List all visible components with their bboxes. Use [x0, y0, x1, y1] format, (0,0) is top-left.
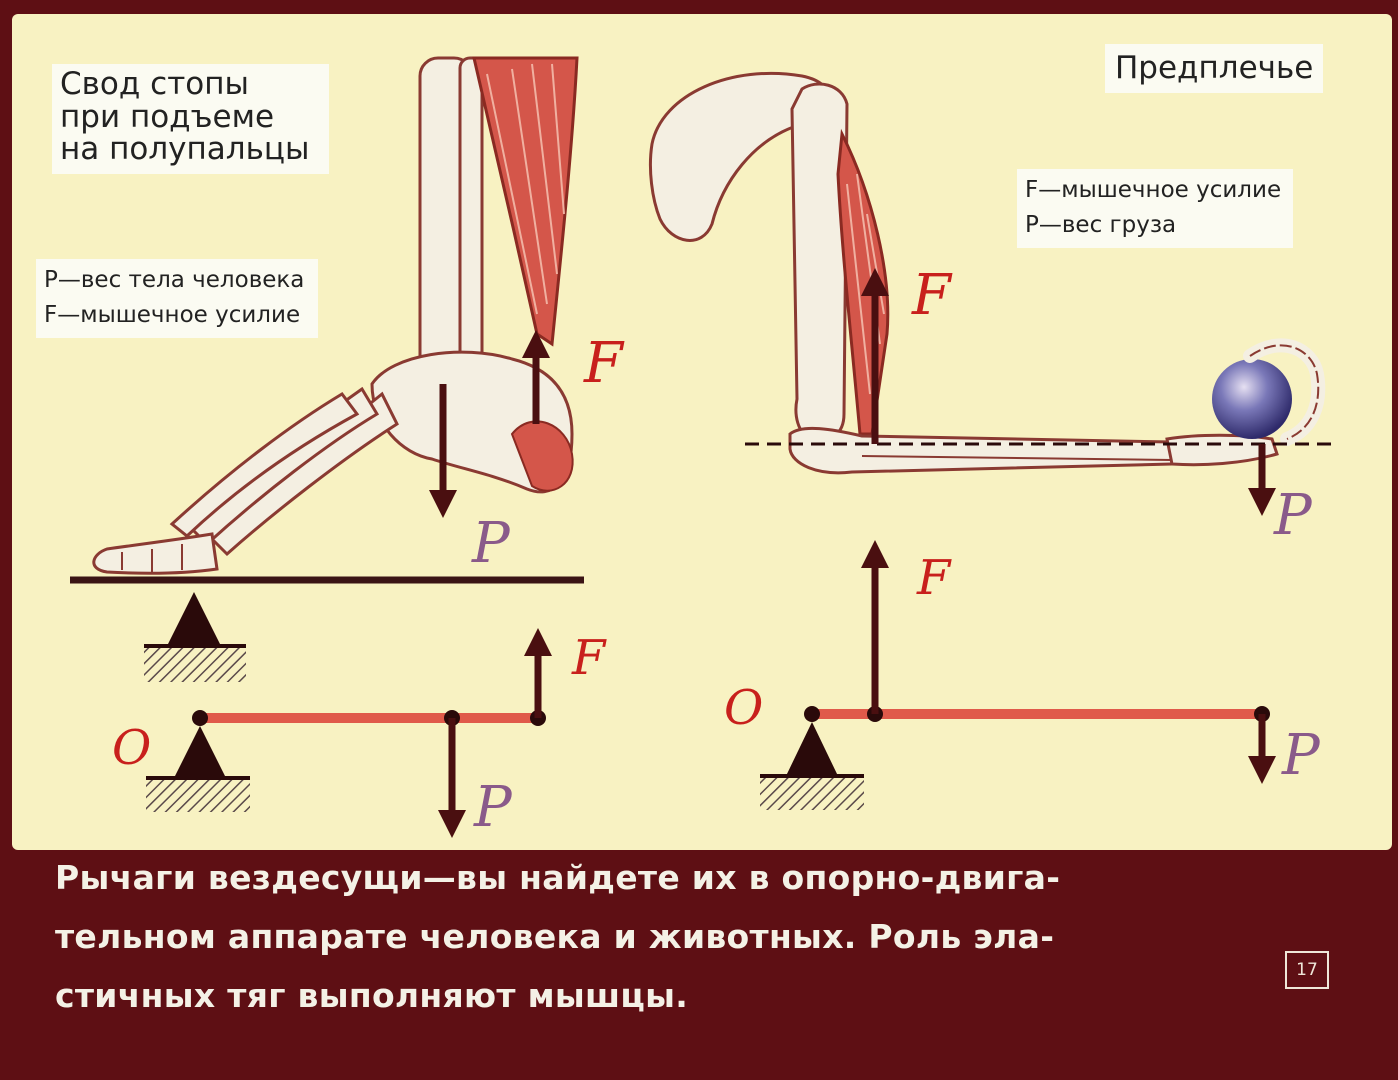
foot-title: Свод стопы при подъеме на полупальцы [52, 64, 330, 174]
foot-title-line: при подъеме [60, 98, 275, 135]
forearm-lever-force-label: F [916, 550, 952, 606]
foot-title-line: на полупальцы [60, 131, 310, 168]
weight-ball [1212, 359, 1292, 439]
forearm-lever-fulcrum-point [804, 706, 820, 722]
foot-weight-label: P [471, 511, 511, 576]
caption-line: Рычаги вездесущи—вы найдете их в опорно-… [55, 858, 1061, 897]
caption-line: тельном аппарате человека и животных. Ро… [55, 917, 1055, 956]
forearm-lever-fulcrum-label: O [724, 680, 763, 736]
arm-skeleton-illustration [648, 71, 1326, 475]
foot-lever-support [174, 726, 226, 778]
forearm-legend-line: F—мышечное усилие [1025, 177, 1282, 203]
foot-lever-fulcrum-point [192, 710, 208, 726]
forearm-lever-support [786, 722, 838, 776]
forearm-lever-weight-label: P [1281, 723, 1321, 788]
foot-lever-weight-label: P [473, 775, 513, 840]
foot-legend-line: Р—вес тела человека [44, 267, 305, 293]
foot-skeleton-illustration [92, 56, 579, 575]
foot-lever-force-label: F [571, 630, 607, 686]
forearm-legend-line: Р—вес груза [1025, 211, 1177, 238]
diagram-panel: F P F P O F P O F P Свод стопы при подъе… [12, 14, 1392, 850]
caption-text: Рычаги вездесущи—вы найдете их в опорно-… [55, 848, 1325, 1025]
forearm-force-label: F [911, 263, 953, 328]
foot-legend: Р—вес тела человека F—мышечное усилие [36, 259, 319, 338]
diagram-artwork: F P F P O F P O F P [70, 56, 1332, 840]
caption-line: стичных тяг выполняют мышцы. [55, 976, 689, 1015]
forearm-title: Предплечье [1105, 44, 1324, 93]
forearm-lever-scheme [760, 540, 1276, 810]
foot-lever-ground [146, 778, 250, 812]
forearm-legend: F—мышечное усилие Р—вес груза [1017, 169, 1294, 248]
foot-fulcrum-support [144, 592, 246, 682]
foot-force-label: F [583, 331, 625, 396]
foot-lever-fulcrum-label: O [112, 720, 151, 776]
foot-legend-line: F—мышечное усилие [44, 301, 301, 328]
forearm-lever-ground [760, 776, 864, 810]
forearm-weight-label: P [1273, 483, 1313, 548]
foot-lever-scheme [146, 628, 552, 838]
page-number: 17 [1285, 951, 1329, 989]
foot-title-line: Свод стопы [60, 66, 249, 102]
